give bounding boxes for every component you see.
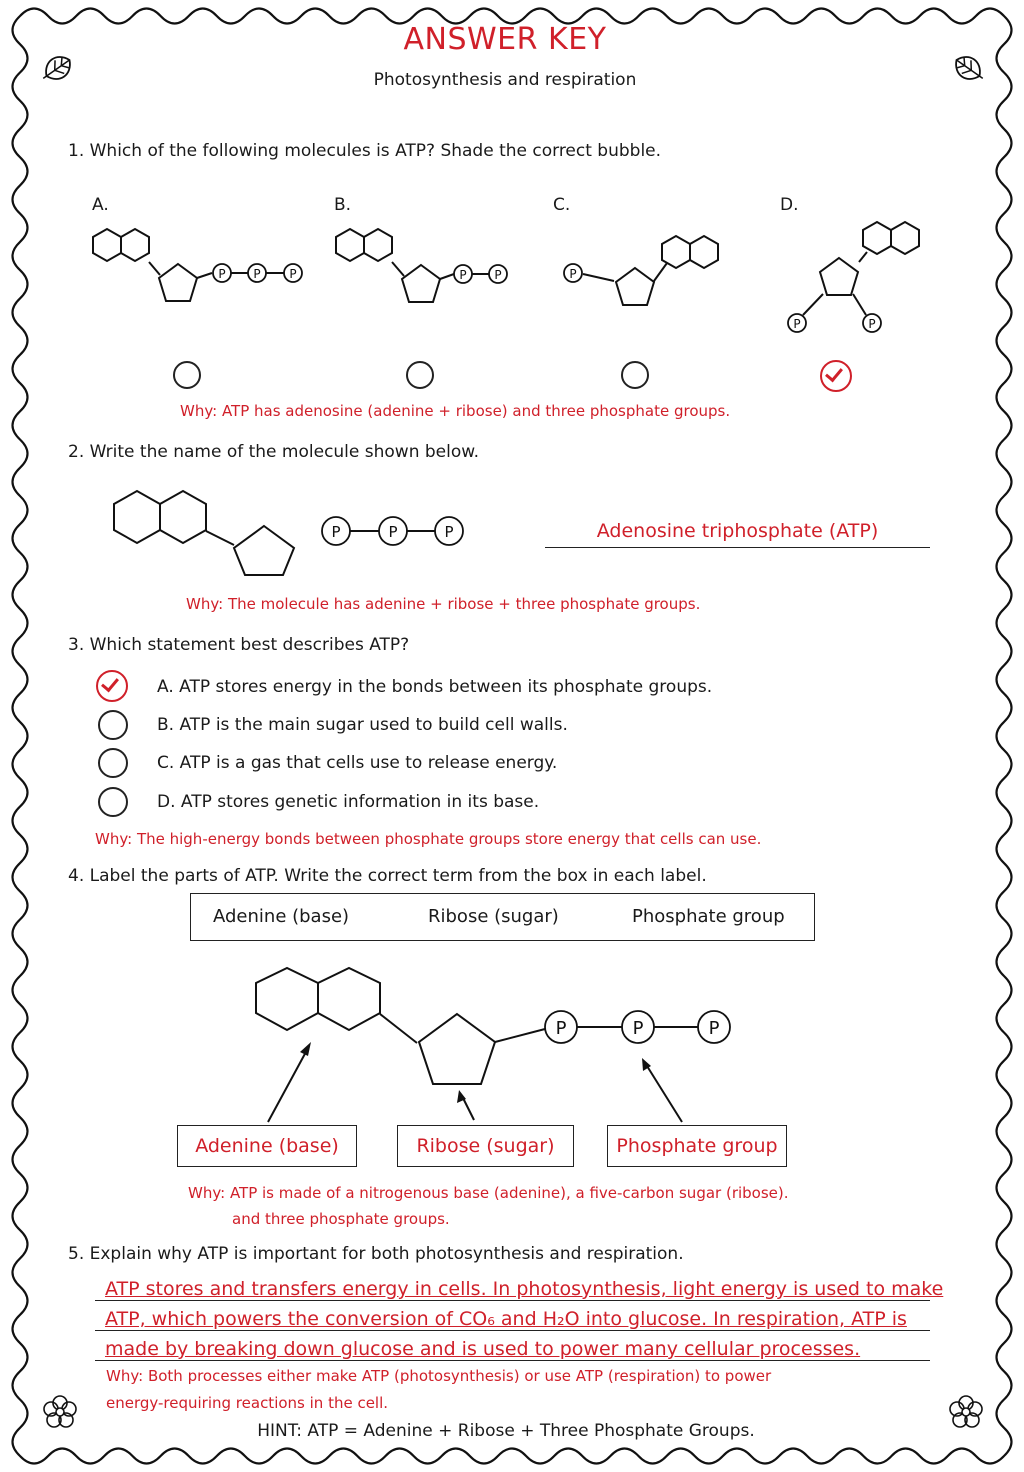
svg-text:P: P — [459, 268, 466, 282]
q5-answer-line-3[interactable]: made by breaking down glucose and is use… — [105, 1338, 861, 1360]
q3-bubble-b[interactable] — [98, 710, 128, 740]
q1-option-label-d: D. — [780, 195, 799, 215]
phosphate-icon: P — [212, 263, 232, 283]
arrow-to-phosphate — [642, 1058, 683, 1123]
q4-question: 4. Label the parts of ATP. Write the cor… — [68, 866, 707, 886]
molecule-d — [802, 220, 920, 316]
molecule-a — [92, 227, 284, 302]
svg-text:P: P — [444, 523, 453, 541]
writing-line — [95, 1360, 930, 1361]
phosphate-icon: P — [787, 313, 807, 333]
svg-text:P: P — [494, 268, 501, 282]
q2-question: 2. Write the name of the molecule shown … — [68, 442, 480, 462]
q1-option-label-a: A. — [92, 195, 109, 215]
q3-bubble-a-checked[interactable] — [96, 670, 128, 702]
q3-question: 3. Which statement best describes ATP? — [68, 635, 410, 655]
phosphate-icon: P — [488, 264, 508, 284]
svg-text:P: P — [331, 523, 340, 541]
phosphate-icon: P — [283, 263, 303, 283]
phosphate-icon: P — [563, 263, 583, 283]
q1-bubble-d-checked[interactable] — [820, 360, 852, 392]
q2-molecule-diagram: P P P — [113, 489, 464, 576]
svg-text:P: P — [556, 1018, 567, 1039]
q3-bubble-c[interactable] — [98, 748, 128, 778]
q4-why-line1: Why: ATP is made of a nitrogenous base (… — [188, 1184, 789, 1202]
page-subtitle: Photosynthesis and respiration — [373, 70, 637, 90]
q5-question: 5. Explain why ATP is important for both… — [68, 1244, 684, 1264]
writing-line — [95, 1330, 930, 1331]
q4-atp-diagram: P P P — [255, 966, 731, 1123]
q1-bubble-c[interactable] — [621, 361, 649, 389]
page-title: ANSWER KEY — [403, 22, 607, 57]
q4-why-line2: and three phosphate groups. — [232, 1210, 450, 1228]
svg-text:P: P — [633, 1018, 644, 1039]
q5-why-line2: energy-requiring reactions in the cell. — [106, 1394, 389, 1412]
q2-why: Why: The molecule has adenine + ribose +… — [186, 595, 701, 613]
phosphate-icon: P — [378, 516, 408, 546]
footer-hint: HINT: ATP = Adenine + Ribose + Three Pho… — [257, 1421, 755, 1441]
phosphate-icon: P — [621, 1010, 655, 1044]
svg-text:P: P — [388, 523, 397, 541]
q1-bubble-b[interactable] — [406, 361, 434, 389]
phosphate-icon: P — [247, 263, 267, 283]
phosphate-icon: P — [544, 1010, 578, 1044]
writing-line — [95, 1300, 930, 1301]
phosphate-icon: P — [453, 264, 473, 284]
flower-icon — [43, 1395, 77, 1428]
q1-molecule-diagrams: P P P P P P P P — [92, 220, 920, 333]
arrow-to-ribose — [457, 1090, 475, 1121]
q2-answer[interactable]: Adenosine triphosphate (ATP) — [596, 520, 879, 542]
arrow-to-adenine — [267, 1042, 311, 1123]
q2-answer-line — [545, 547, 930, 548]
phosphate-icon: P — [434, 516, 464, 546]
q3-option-c: C. ATP is a gas that cells use to releas… — [157, 753, 558, 773]
molecule-c — [582, 234, 719, 306]
q5-answer-line-2[interactable]: ATP, which powers the conversion of CO₆ … — [105, 1308, 907, 1330]
q1-bubble-a[interactable] — [173, 361, 201, 389]
label-phosphate-group[interactable]: Phosphate group — [607, 1125, 787, 1167]
term-adenine: Adenine (base) — [213, 906, 350, 927]
q3-option-a: A. ATP stores energy in the bonds betwee… — [157, 677, 713, 697]
svg-text:P: P — [569, 267, 576, 281]
molecule-b — [335, 227, 489, 303]
svg-text:P: P — [289, 267, 296, 281]
q3-option-d: D. ATP stores genetic information in its… — [157, 792, 540, 812]
q3-why: Why: The high-energy bonds between phosp… — [95, 830, 762, 848]
svg-text:P: P — [793, 317, 800, 331]
q1-option-label-c: C. — [553, 195, 571, 215]
svg-text:P: P — [868, 317, 875, 331]
phosphate-icon: P — [321, 516, 351, 546]
term-ribose: Ribose (sugar) — [428, 906, 559, 927]
q1-option-label-b: B. — [334, 195, 352, 215]
leaf-icon — [955, 56, 984, 80]
svg-text:P: P — [218, 267, 225, 281]
label-adenine[interactable]: Adenine (base) — [177, 1125, 357, 1167]
q3-bubble-d[interactable] — [98, 787, 128, 817]
svg-text:P: P — [253, 267, 260, 281]
q3-option-b: B. ATP is the main sugar used to build c… — [157, 715, 568, 735]
q1-question: 1. Which of the following molecules is A… — [68, 141, 662, 161]
phosphate-icon: P — [697, 1010, 731, 1044]
label-ribose[interactable]: Ribose (sugar) — [397, 1125, 574, 1167]
q4-word-box: Adenine (base) Ribose (sugar) Phosphate … — [190, 893, 815, 941]
phosphate-icon: P — [862, 313, 882, 333]
term-phosphate: Phosphate group — [632, 906, 785, 927]
svg-text:P: P — [709, 1018, 720, 1039]
q5-answer-line-1[interactable]: ATP stores and transfers energy in cells… — [105, 1278, 944, 1300]
flower-icon — [949, 1395, 983, 1428]
q1-why: Why: ATP has adenosine (adenine + ribose… — [180, 402, 731, 420]
leaf-icon — [42, 56, 71, 80]
q5-why-line1: Why: Both processes either make ATP (pho… — [106, 1367, 772, 1385]
